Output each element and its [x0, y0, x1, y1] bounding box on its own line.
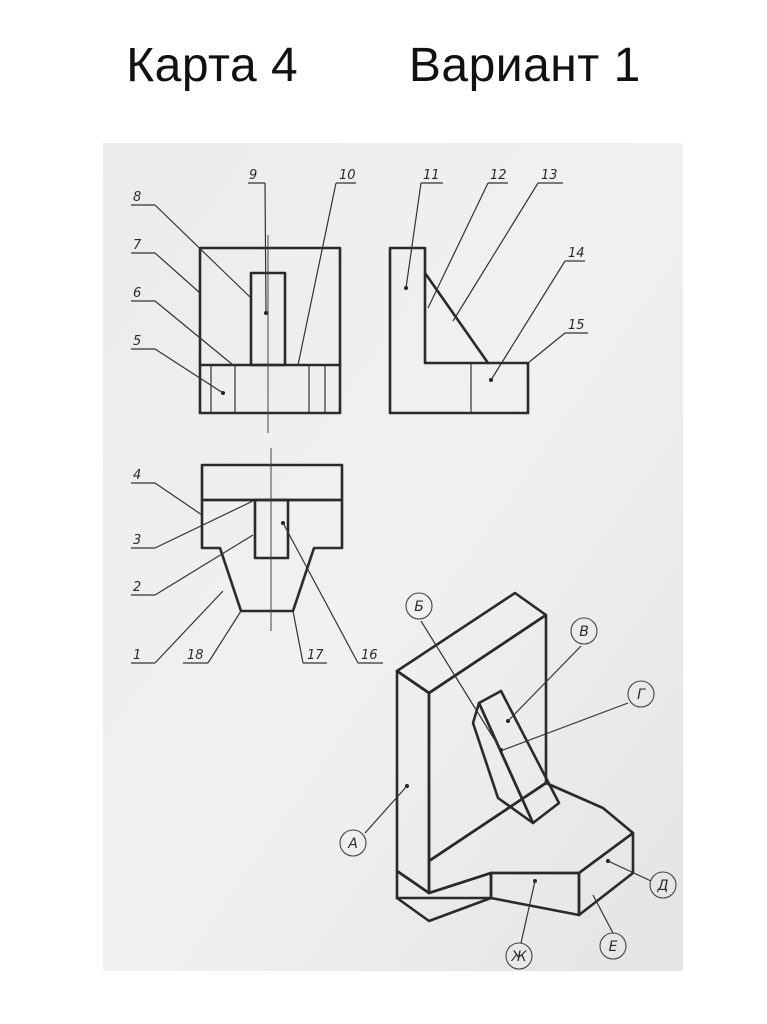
callout-letter-v: В [579, 624, 589, 640]
callout-1: 1 [133, 648, 141, 663]
callout-9: 9 [249, 168, 257, 183]
callout-7: 7 [133, 238, 142, 253]
callout-18: 18 [187, 648, 204, 663]
callout-14: 14 [568, 246, 585, 261]
drawing-sheet: 9 10 8 7 6 5 11 12 13 14 15 4 3 2 1 18 1… [103, 143, 683, 971]
numbered-labels: 9 10 8 7 6 5 11 12 13 14 15 4 3 2 1 18 1… [133, 168, 585, 663]
callout-12: 12 [490, 168, 507, 183]
technical-drawing: 9 10 8 7 6 5 11 12 13 14 15 4 3 2 1 18 1… [103, 143, 683, 971]
callout-letter-b: Б [414, 599, 424, 615]
numbered-leaders [131, 182, 588, 664]
callout-16: 16 [361, 648, 378, 663]
callout-letter-d: Д [657, 878, 669, 894]
lettered-circles [339, 592, 677, 970]
callout-letter-e: Е [609, 939, 618, 955]
callout-letter-g: Г [637, 687, 646, 703]
isometric-view [395, 591, 635, 923]
callout-15: 15 [568, 318, 585, 333]
slide-title: Карта 4 Вариант 1 [126, 39, 641, 92]
lettered-leaders [364, 620, 652, 944]
callout-3: 3 [133, 533, 141, 548]
callout-10: 10 [339, 168, 356, 183]
callout-17: 17 [307, 648, 324, 663]
callout-5: 5 [133, 334, 141, 349]
callout-letter-a: А [347, 836, 358, 852]
lettered-labels: Б В Г А Д Е Ж [347, 599, 668, 965]
callout-11: 11 [423, 168, 440, 183]
callout-8: 8 [133, 190, 141, 205]
front-view [198, 235, 342, 433]
callout-2: 2 [133, 580, 141, 595]
callout-letter-zh: Ж [510, 949, 527, 965]
callout-6: 6 [133, 286, 141, 301]
callout-13: 13 [541, 168, 558, 183]
callout-4: 4 [133, 468, 141, 483]
paper-background [103, 143, 683, 971]
